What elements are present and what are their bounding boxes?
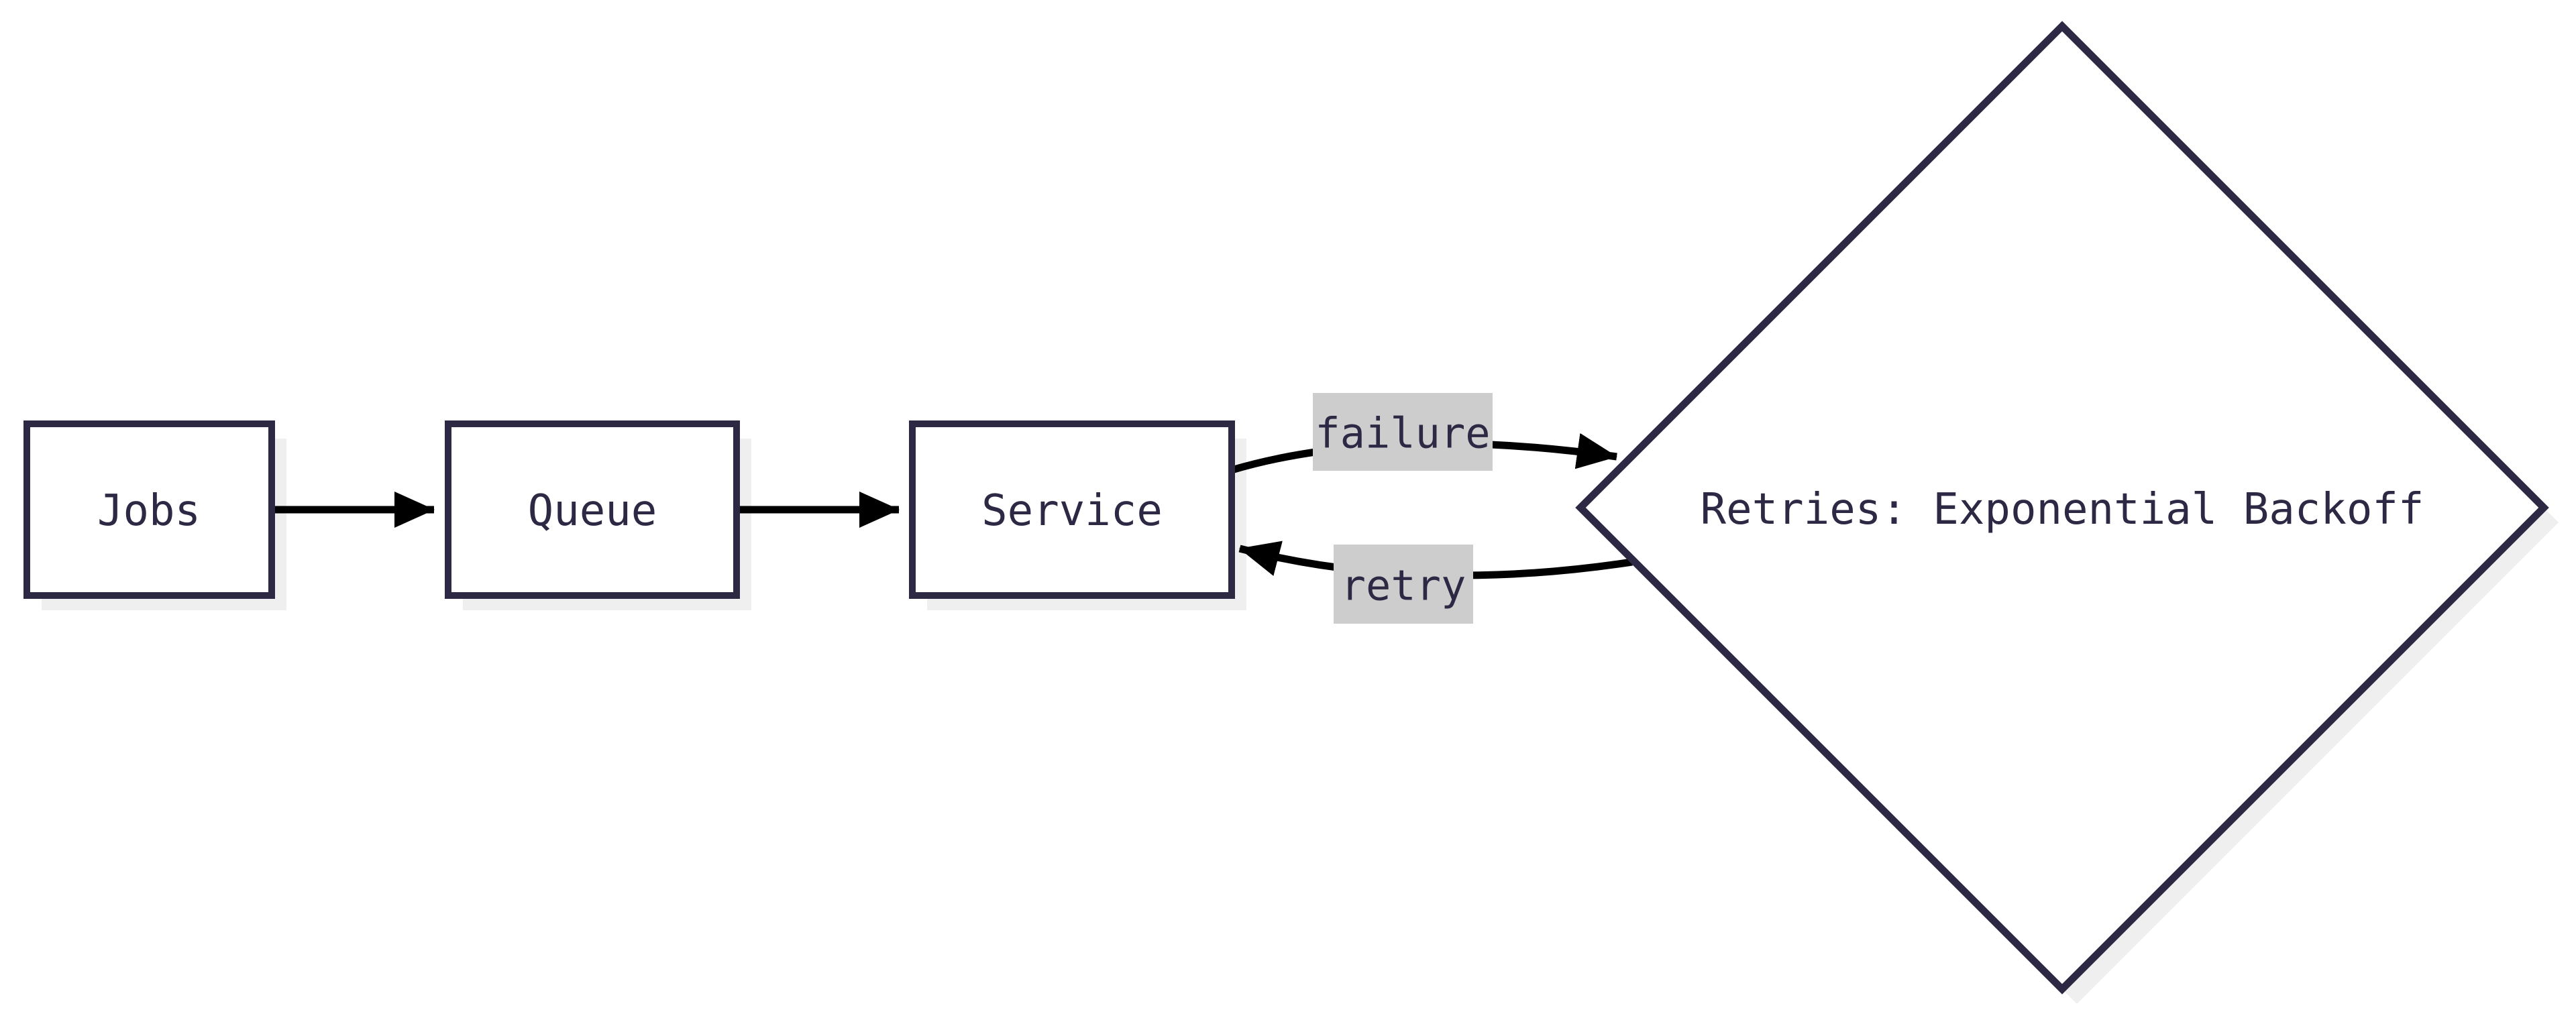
node-service: Service <box>909 420 1235 599</box>
node-queue: Queue <box>445 420 740 599</box>
failure-label-text: failure <box>1315 409 1490 458</box>
queue-node-box <box>445 420 740 599</box>
retries-node-diamond <box>1575 21 2549 995</box>
retry-label-bg <box>1334 545 1473 624</box>
retry-label-text: retry <box>1341 561 1466 610</box>
retries-node-label: Retries: Exponential Backoff <box>1701 485 2424 534</box>
node-retries: Retries: Exponential Backoff <box>1575 21 2549 995</box>
queue-node-label: Queue <box>528 486 657 536</box>
edge-label-failure: failure <box>1313 393 1493 471</box>
edge-label-retry: retry <box>1334 545 1473 624</box>
jobs-node-box <box>23 420 275 599</box>
jobs-node-label: Jobs <box>97 486 201 536</box>
service-node-box <box>909 420 1235 599</box>
node-jobs: Jobs <box>23 420 275 599</box>
service-node-label: Service <box>981 486 1163 536</box>
failure-label-bg <box>1313 393 1493 471</box>
